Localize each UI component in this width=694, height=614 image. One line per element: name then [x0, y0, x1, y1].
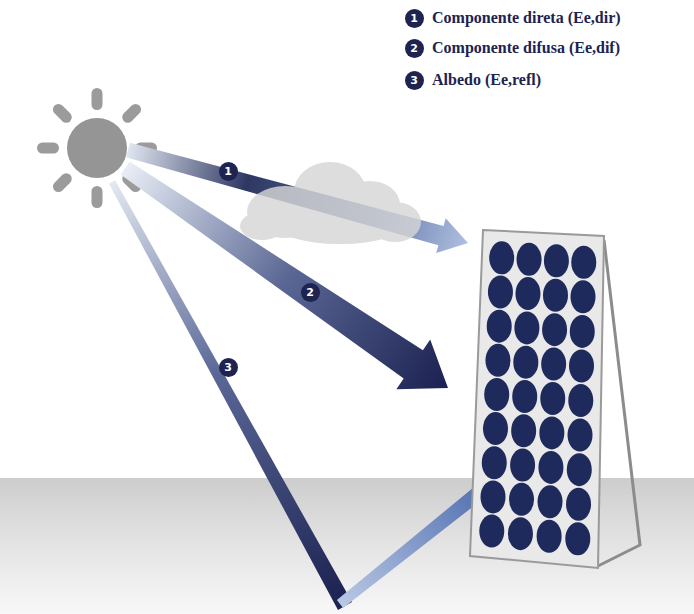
callout-number: 1 — [219, 162, 238, 181]
cloud — [240, 162, 421, 244]
callout-number: 3 — [405, 71, 424, 90]
callout-number: 2 — [405, 39, 424, 58]
callout-number: 1 — [405, 9, 424, 28]
legend-text: Albedo (Ee,refl) — [432, 71, 541, 89]
callout-number: 3 — [219, 358, 238, 377]
diffuse-arrow — [121, 161, 449, 389]
callout-number: 2 — [301, 283, 320, 302]
direct-arrow — [126, 143, 468, 253]
panel-stand — [598, 240, 640, 566]
legend-text: Componente difusa (Ee,dif) — [432, 39, 620, 57]
solar-panel — [470, 230, 604, 568]
legend-text: Componente direta (Ee,dir) — [432, 9, 621, 27]
